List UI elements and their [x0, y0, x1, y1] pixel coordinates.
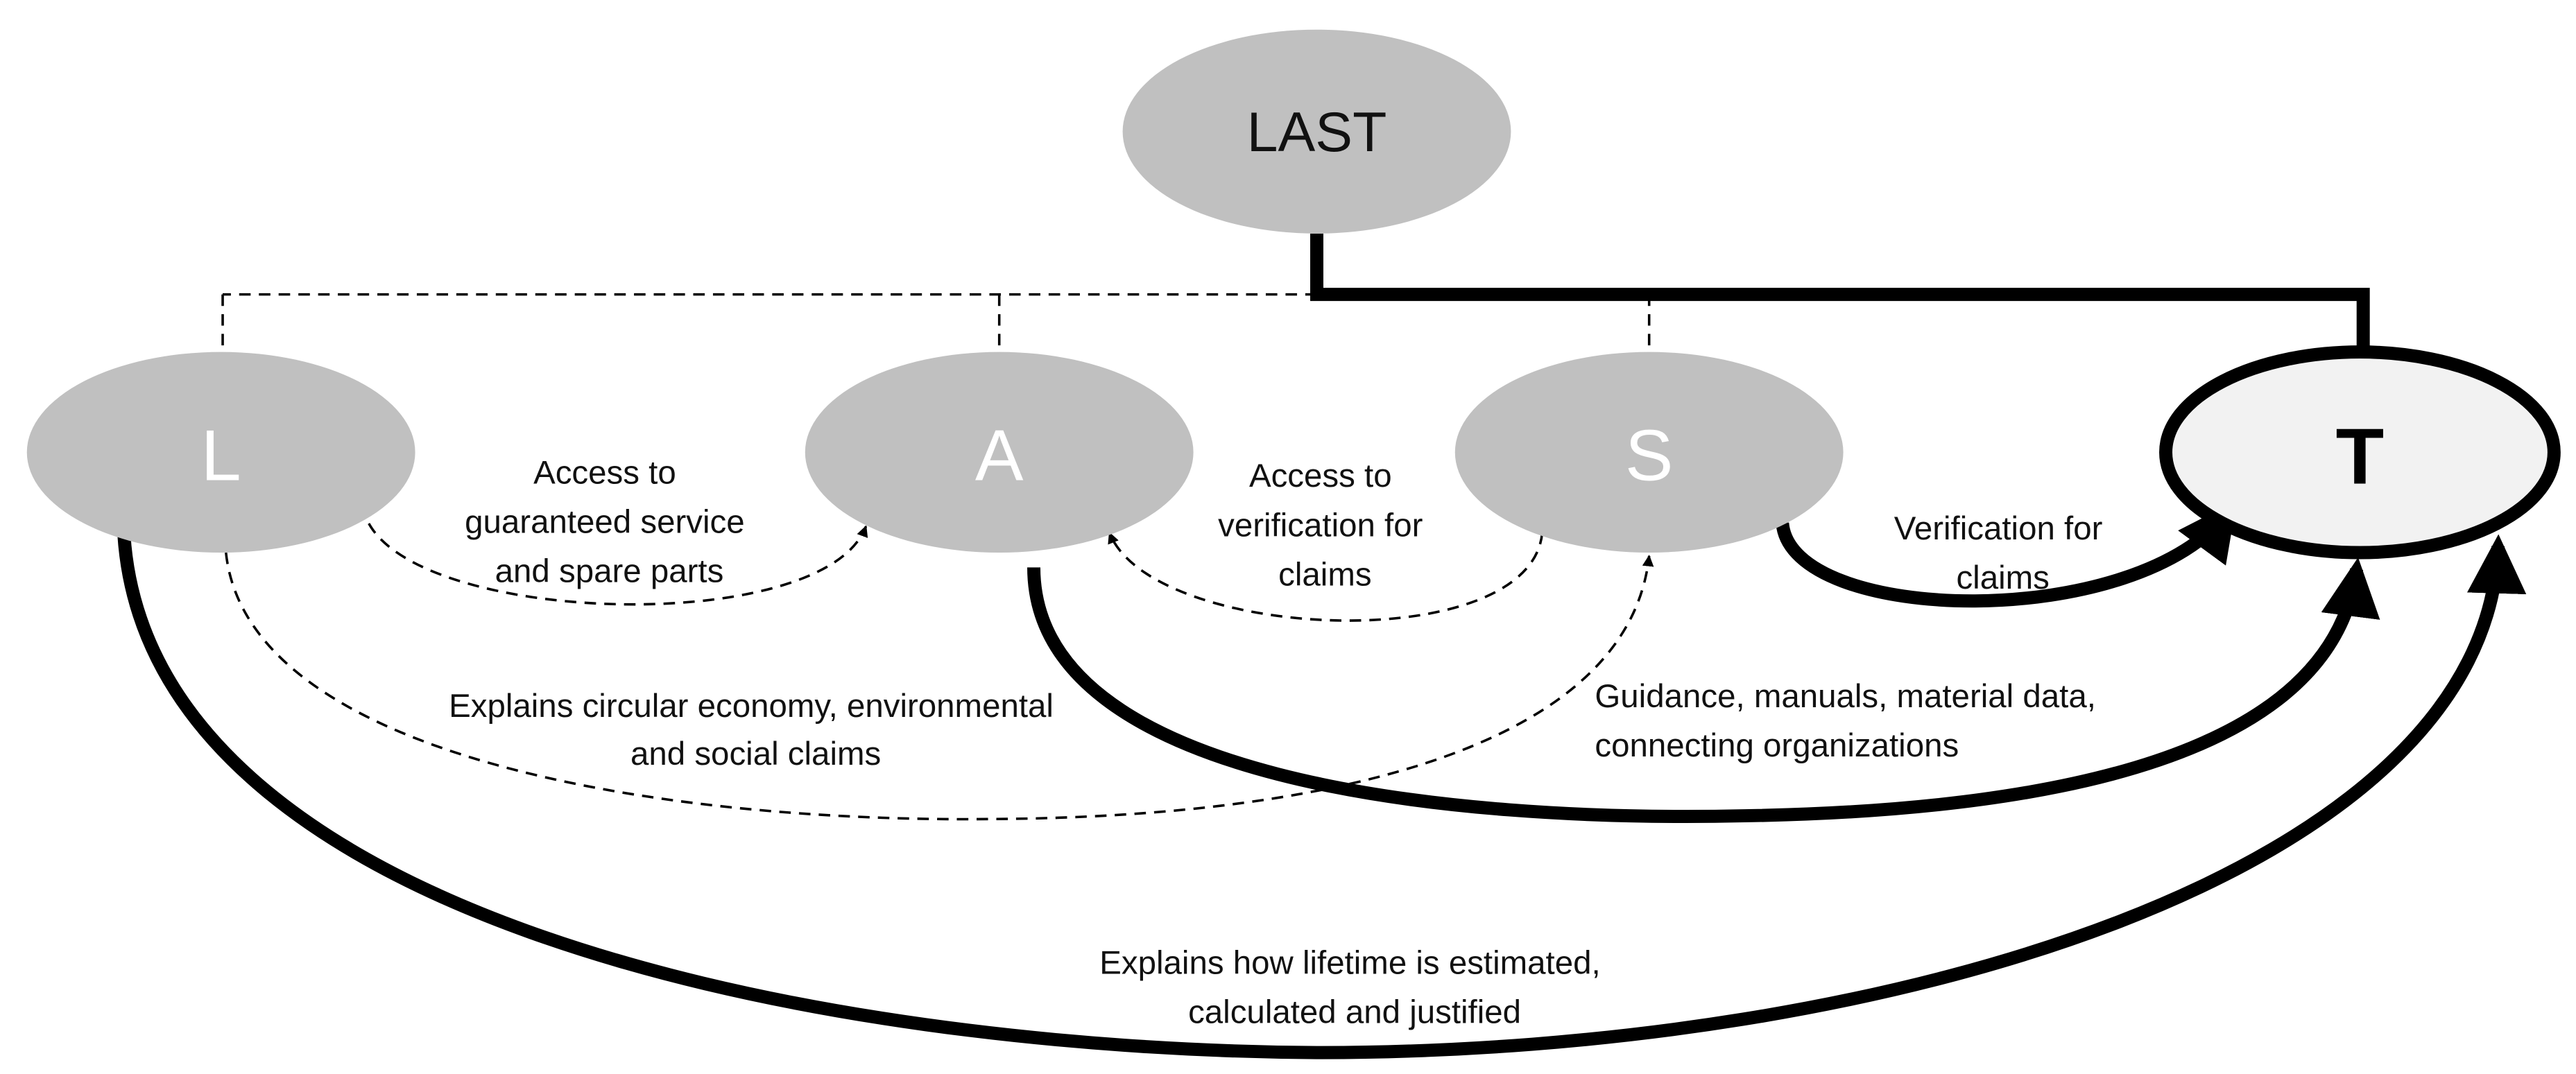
node-last-label: LAST: [1247, 101, 1387, 164]
hierarchy-connectors: [221, 233, 2370, 354]
label-a-to-t: Guidance, manuals, material data, connec…: [1595, 678, 2105, 764]
node-l-label: L: [201, 416, 241, 496]
node-a: A: [805, 352, 1194, 553]
label-l-to-a: Access to guaranteed service and spare p…: [465, 454, 754, 589]
label-l-to-s: Explains circular economy, environmental…: [449, 688, 1063, 772]
node-last: LAST: [1122, 29, 1511, 234]
label-s-to-a: Access to verification for claims: [1218, 458, 1432, 593]
edge-l-to-a: [361, 504, 868, 606]
edge-labels: Access to guaranteed service and spare p…: [449, 454, 2112, 1030]
node-s-label: S: [1625, 416, 1674, 496]
edge-l-to-t: [117, 534, 2527, 1059]
nodes: LAST L A S T: [26, 29, 2561, 560]
label-l-to-t: Explains how lifetime is estimated, calc…: [1099, 944, 1610, 1030]
node-a-label: A: [975, 416, 1024, 496]
edge-s-to-a: [1108, 532, 1544, 622]
edge-a-to-t: [1027, 557, 2380, 823]
edge-s-to-t: [1776, 500, 2238, 608]
node-l: L: [26, 352, 415, 553]
node-t-label: T: [2336, 413, 2385, 501]
edges: [117, 500, 2527, 1059]
node-s: S: [1454, 352, 1844, 553]
label-s-to-t: Verification for claims: [1894, 510, 2112, 596]
dashed-connector-l-a-s: [221, 293, 1651, 354]
solid-connector-last-t: [1310, 233, 2370, 352]
edge-l-to-s: [225, 552, 1654, 821]
node-t[interactable]: T: [2159, 345, 2561, 560]
